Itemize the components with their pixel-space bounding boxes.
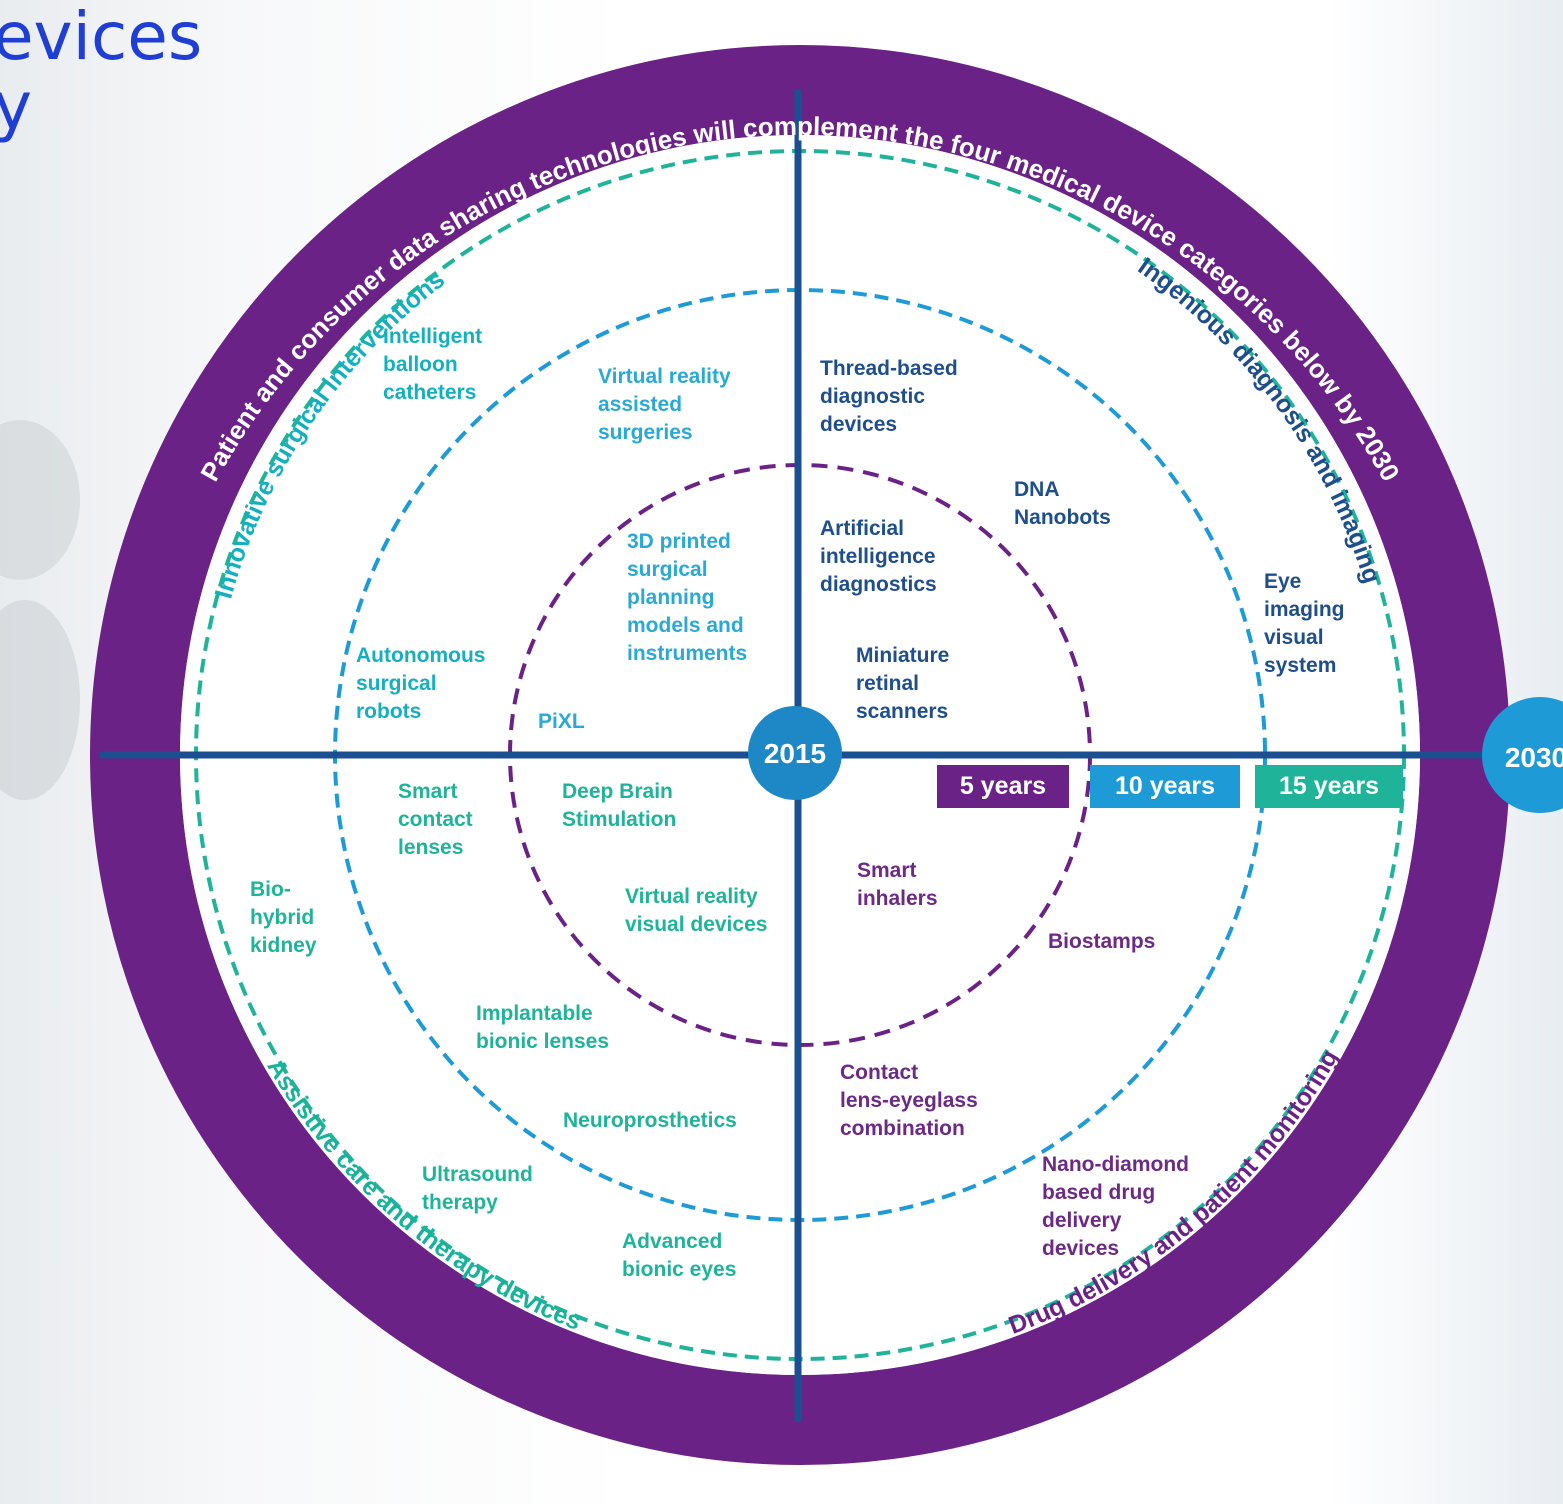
badge-10-years: 10 years [1090,765,1240,808]
item-biostamps: Biostamps [1048,930,1156,953]
badge-15-years: 15 years [1255,765,1403,808]
item-eye-imaging: Eye imaging visual system [1264,570,1345,677]
center-marker [748,706,842,800]
item-3d-printed: 3D printed surgical planning models and … [627,530,748,665]
item-smart-inhalers: Smart inhalers [857,859,938,910]
item-pixl: PiXL [538,710,585,733]
item-nano-diamond: Nano-diamond based drug delivery devices [1042,1153,1189,1260]
item-dna-nanobots: DNA Nanobots [1014,478,1111,529]
item-bio-kidney: Bio- hybrid kidney [250,878,317,957]
item-contact-eyeglass: Contact lens-eyeglass combination [840,1061,978,1140]
item-ultrasound: Ultrasound therapy [422,1163,533,1214]
item-intelligent-balloon: Intelligent balloon catheters [383,325,483,404]
center-label: 2015 [764,738,826,769]
item-ai-diagnostics: Artificial intelligence diagnostics [820,517,937,596]
item-vr-surgeries: Virtual reality assisted surgeries [598,365,731,444]
item-neuroprosthetics: Neuroprosthetics [563,1109,737,1132]
end-label: 2030 [1505,742,1563,773]
end-marker [1482,697,1563,813]
item-autonomous-robots: Autonomous surgical robots [356,644,486,723]
item-thread-based: Thread-based diagnostic devices [820,357,958,436]
item-smart-contact: Smart contact lenses [398,780,473,859]
item-retinal-scanners: Miniature retinal scanners [856,644,950,723]
slide-title: ...evices ...y [0,0,203,145]
item-bionic-eyes: Advanced bionic eyes [622,1230,737,1281]
item-bionic-lenses: Implantable bionic lenses [476,1002,610,1053]
badge-5-years: 5 years [937,765,1069,808]
item-vr-visual: Virtual reality visual devices [625,885,768,936]
item-deep-brain: Deep Brain Stimulation [562,780,677,831]
